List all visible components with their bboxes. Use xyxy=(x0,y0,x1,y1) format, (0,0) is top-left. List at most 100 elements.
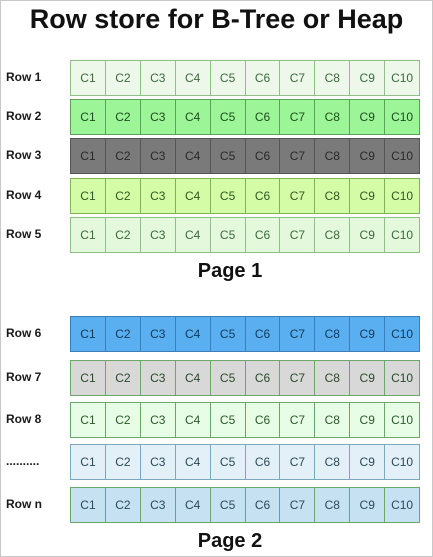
column-cell: C1 xyxy=(71,445,106,479)
column-cell: C4 xyxy=(176,488,211,522)
column-cell: C7 xyxy=(280,61,316,95)
column-cell: C3 xyxy=(141,445,176,479)
column-cell: C3 xyxy=(141,61,176,95)
row-label: Row 2 xyxy=(6,109,42,123)
column-cell: C9 xyxy=(350,403,386,437)
column-cell: C5 xyxy=(211,445,246,479)
page-label: Page 1 xyxy=(197,260,263,282)
column-cell: C7 xyxy=(280,139,316,173)
column-cell: C3 xyxy=(141,218,176,252)
column-cell: C9 xyxy=(350,100,386,134)
column-cell: C2 xyxy=(106,218,141,252)
column-cell: C8 xyxy=(315,403,351,437)
column-cell: C1 xyxy=(71,100,106,134)
column-cell: C8 xyxy=(315,445,351,479)
column-cell: C1 xyxy=(71,403,106,437)
column-cell: C9 xyxy=(350,139,386,173)
column-cell: C9 xyxy=(350,61,386,95)
column-cell: C9 xyxy=(350,488,386,522)
column-cell: C7 xyxy=(280,317,316,351)
column-cell: C6 xyxy=(246,488,281,522)
column-cell: C7 xyxy=(280,445,316,479)
column-cell: C3 xyxy=(141,317,176,351)
column-cell: C9 xyxy=(350,317,386,351)
column-cell: C1 xyxy=(71,218,106,252)
column-cell: C4 xyxy=(176,317,211,351)
column-cell: C9 xyxy=(350,218,386,252)
row-label: .......... xyxy=(6,454,40,468)
column-cell: C5 xyxy=(211,179,246,213)
column-cell: C5 xyxy=(211,488,246,522)
column-cell: C6 xyxy=(246,100,281,134)
column-cell: C4 xyxy=(176,100,211,134)
column-cell: C3 xyxy=(141,403,176,437)
column-cell: C8 xyxy=(315,488,351,522)
column-cell: C1 xyxy=(71,361,106,395)
page-label: Page 2 xyxy=(197,530,263,552)
column-cell: C5 xyxy=(211,403,246,437)
row-label: Row n xyxy=(6,497,42,511)
column-cell: C3 xyxy=(141,488,176,522)
diagram-title: Row store for B-Tree or Heap xyxy=(29,4,404,34)
column-cell: C7 xyxy=(280,361,316,395)
column-cell: C1 xyxy=(71,317,106,351)
column-cell: C8 xyxy=(315,100,351,134)
column-cell: C6 xyxy=(246,61,281,95)
row-label: Row 7 xyxy=(6,370,42,384)
column-cell: C10 xyxy=(391,498,414,512)
column-cell: C2 xyxy=(106,403,141,437)
column-cell: C10 xyxy=(391,149,414,163)
row-label: Row 5 xyxy=(6,227,42,241)
column-cell: C7 xyxy=(280,100,316,134)
row-label: Row 3 xyxy=(6,148,42,162)
row-label: Row 4 xyxy=(6,188,42,202)
column-cell: C7 xyxy=(280,179,316,213)
column-cell: C2 xyxy=(106,100,141,134)
column-cell: C6 xyxy=(246,218,281,252)
column-cell: C6 xyxy=(246,403,281,437)
column-cell: C10 xyxy=(391,455,414,469)
column-cell: C8 xyxy=(315,139,351,173)
column-cell: C10 xyxy=(391,71,414,85)
column-cell: C2 xyxy=(106,179,141,213)
column-cell: C6 xyxy=(246,179,281,213)
column-cell: C7 xyxy=(280,488,316,522)
column-cell: C4 xyxy=(176,361,211,395)
row-label: Row 8 xyxy=(6,412,42,426)
column-cell: C3 xyxy=(141,139,176,173)
column-cell: C2 xyxy=(106,488,141,522)
column-cell: C5 xyxy=(211,218,246,252)
column-cell: C2 xyxy=(106,61,141,95)
column-cell: C6 xyxy=(246,445,281,479)
column-cell: C2 xyxy=(106,317,141,351)
column-cell: C8 xyxy=(315,361,351,395)
column-cell: C5 xyxy=(211,317,246,351)
column-cell: C9 xyxy=(350,179,386,213)
column-cell: C2 xyxy=(106,445,141,479)
column-cell: C9 xyxy=(350,445,386,479)
column-cell: C10 xyxy=(391,327,414,341)
column-cell: C6 xyxy=(246,317,281,351)
column-cell: C7 xyxy=(280,403,316,437)
column-cell: C3 xyxy=(141,361,176,395)
column-cell: C8 xyxy=(315,61,351,95)
column-cell: C10 xyxy=(391,228,414,242)
column-cell: C5 xyxy=(211,361,246,395)
column-cell: C10 xyxy=(391,110,414,124)
column-cell: C4 xyxy=(176,445,211,479)
column-cell: C2 xyxy=(106,139,141,173)
column-cell: C1 xyxy=(71,179,106,213)
column-cell: C4 xyxy=(176,403,211,437)
column-cell: C6 xyxy=(246,139,281,173)
column-cell: C4 xyxy=(176,218,211,252)
column-cell: C5 xyxy=(211,139,246,173)
row-label: Row 1 xyxy=(6,70,42,84)
